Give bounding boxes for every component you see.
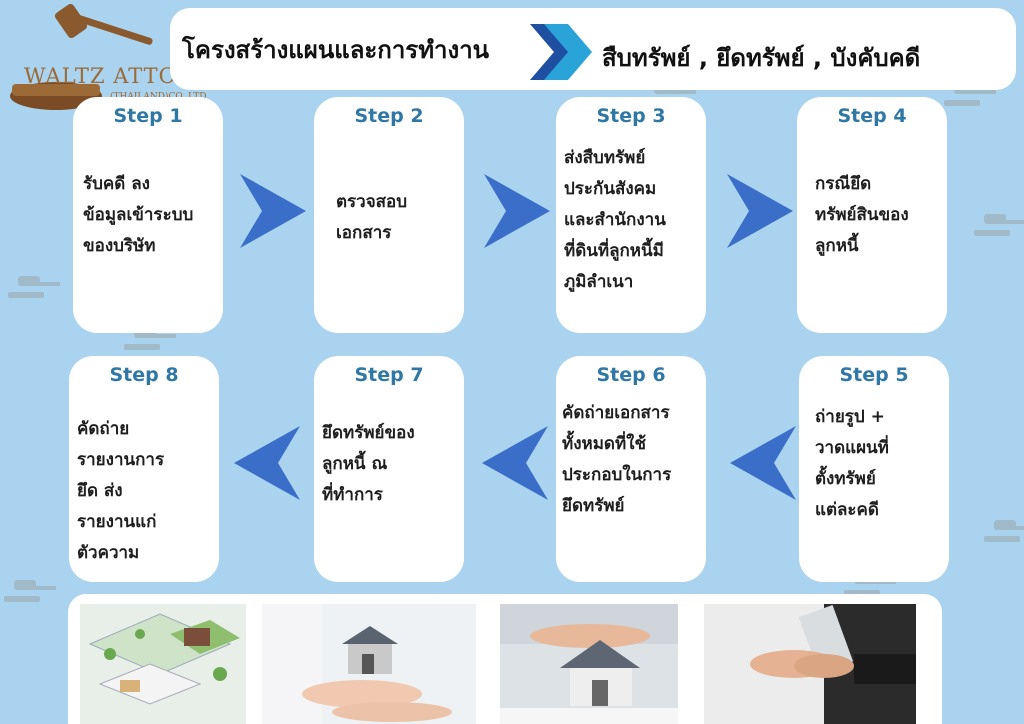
step-description: ยึดทรัพย์ของ ลูกหนี้ ณ ที่ทำการ <box>322 423 415 505</box>
step-description: คัดถ่ายเอกสาร ทั้งหมดที่ใช้ ประกอบในการ … <box>562 403 672 516</box>
gavel-icon <box>10 3 153 110</box>
photo-strip <box>68 594 942 724</box>
page-subtitle: สืบทรัพย์ , ยึดทรัพย์ , บังคับคดี <box>602 44 921 72</box>
house-model-handshake-photo <box>500 604 678 724</box>
step-card-1: Step 1 รับคดี ลง ข้อมูลเข้าระบบ ของบริษั… <box>73 97 223 333</box>
chevron-left-icon <box>234 426 300 500</box>
chevron-right-icon <box>727 174 793 248</box>
gavel-watermark-icon <box>4 580 56 602</box>
step-description: กรณียึด ทรัพย์สินของ ลูกหนี้ <box>815 174 909 256</box>
page-title: โครงสร้างแผนและการทำงาน <box>182 36 490 64</box>
step-card-5: Step 5 ถ่ายรูป + วาดแผนที่ ตั้งทรัพย์ แต… <box>799 356 949 582</box>
step-description: รับคดี ลง ข้อมูลเข้าระบบ ของบริษัท <box>83 174 194 256</box>
step-label: Step 6 <box>596 364 666 386</box>
gavel-watermark-icon <box>974 214 1024 236</box>
house-model-hands-photo <box>262 604 476 724</box>
step-card-2: Step 2 ตรวจสอบ เอกสาร <box>314 97 464 333</box>
step-label: Step 1 <box>113 105 183 127</box>
step-label: Step 4 <box>837 105 907 127</box>
chevron-right-icon <box>484 174 550 248</box>
step-description: ส่งสืบทรัพย์ ประกันสังคม และสำนักงาน ที่… <box>564 148 666 292</box>
gavel-watermark-icon <box>8 276 60 298</box>
step-label: Step 7 <box>354 364 424 386</box>
gavel-watermark-icon <box>984 520 1024 542</box>
double-chevron-right-icon <box>530 24 592 80</box>
chevron-left-icon <box>482 426 548 500</box>
step-label: Step 2 <box>354 105 424 127</box>
step-card-3: Step 3 ส่งสืบทรัพย์ ประกันสังคม และสำนัก… <box>556 97 706 333</box>
step-card-7: Step 7 ยึดทรัพย์ของ ลูกหนี้ ณ ที่ทำการ <box>314 356 464 582</box>
step-label: Step 5 <box>839 364 909 386</box>
chevron-left-icon <box>730 426 796 500</box>
step-description: ตรวจสอบ เอกสาร <box>336 192 408 243</box>
step-card-6: Step 6 คัดถ่ายเอกสาร ทั้งหมดที่ใช้ ประกอ… <box>556 356 706 582</box>
site-plan-photo <box>80 604 246 724</box>
header-banner: โครงสร้างแผนและการทำงาน สืบทรัพย์ , ยึดท… <box>170 8 1016 90</box>
handshake-photo <box>704 604 916 724</box>
step-description: คัดถ่าย รายงานการ ยึด ส่ง รายงานแก่ ตัวค… <box>77 419 165 563</box>
step-card-8: Step 8 คัดถ่าย รายงานการ ยึด ส่ง รายงานแ… <box>69 356 219 582</box>
step-label: Step 8 <box>109 364 179 386</box>
step-card-4: Step 4 กรณียึด ทรัพย์สินของ ลูกหนี้ <box>797 97 947 333</box>
step-label: Step 3 <box>596 105 666 127</box>
chevron-right-icon <box>240 174 306 248</box>
step-description: ถ่ายรูป + วาดแผนที่ ตั้งทรัพย์ แต่ละคดี <box>815 407 889 520</box>
